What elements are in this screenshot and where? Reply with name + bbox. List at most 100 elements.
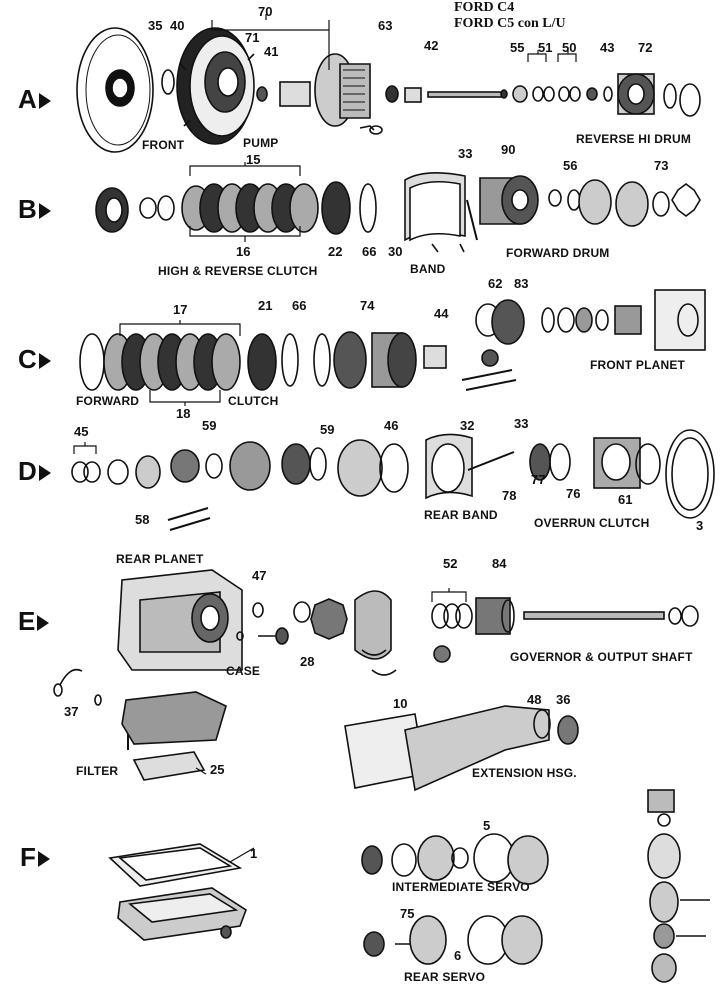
caption-high-reverse-clutch: HIGH & REVERSE CLUTCH [158,264,318,278]
callout-50: 50 [562,40,577,55]
pump-body-part [176,27,255,145]
row-arrow-icon [38,353,51,370]
rear-planet-parts [71,441,327,531]
callout-58: 58 [135,512,150,527]
callout-36: 36 [556,692,571,707]
callout-33-upper: 33 [458,146,473,161]
callout-59-left: 59 [202,418,217,433]
caption-governor-output-shaft: GOVERNOR & OUTPUT SHAFT [510,650,693,664]
callout-43: 43 [600,40,615,55]
row-arrow-icon [38,203,51,220]
pump-gear-41 [256,86,268,102]
rear-band-part [337,433,515,500]
caption-rear-band: REAR BAND [424,508,498,522]
callout-1: 1 [250,846,258,861]
front-pump-cover-part [76,27,154,153]
callout-16: 16 [236,244,251,259]
caption-case: CASE [226,664,261,678]
caption-extension-hsg: EXTENSION HSG. [472,766,577,780]
overrun-clutch-parts [529,429,715,519]
row-marker-f: F [20,842,50,873]
row-marker-e: E [18,606,50,637]
callout-41: 41 [264,44,279,59]
callout-3: 3 [696,518,704,533]
callout-55: 55 [510,40,525,55]
callout-61: 61 [618,492,633,507]
callout-70: 70 [258,4,273,19]
callout-66-upper: 66 [362,244,377,259]
row-marker-b: B [18,194,51,225]
callout-40: 40 [170,18,185,33]
stator-support-part [279,53,383,135]
callout-33-lower: 33 [514,416,529,431]
filter-valve-body-part [53,668,227,781]
caption-overrun-clutch: OVERRUN CLUTCH [534,516,650,530]
callout-62: 62 [488,276,503,291]
caption-intermediate-servo: INTERMEDIATE SERVO [392,880,530,894]
callout-30: 30 [388,244,403,259]
callout-15: 15 [246,152,261,167]
callout-63: 63 [378,18,393,33]
caption-forward: FORWARD [76,394,140,408]
callout-73: 73 [654,158,669,173]
seal-ring-40 [161,69,175,95]
callout-56: 56 [563,158,578,173]
callout-78: 78 [502,488,517,503]
caption-rear-planet: REAR PLANET [116,552,204,566]
callout-75: 75 [400,906,415,921]
forward-drum-part [466,175,539,241]
washers-55-51-50 [512,85,598,103]
forward-clutch-plates [79,333,331,391]
callout-74: 74 [360,298,375,313]
oil-pan-part [117,887,247,941]
callout-5: 5 [483,818,491,833]
extension-housing-part [344,705,579,792]
side-fittings-column [647,789,710,983]
callout-48: 48 [527,692,542,707]
callout-77: 77 [531,472,546,487]
high-reverse-clutch-plates [181,181,377,235]
governor-output-parts [354,590,699,676]
callout-35: 35 [148,18,163,33]
callout-18: 18 [176,406,191,421]
callout-71: 71 [245,30,260,45]
reverse-hi-drum-part [603,73,701,117]
callout-52: 52 [443,556,458,571]
row-marker-d: D [18,456,51,487]
caption-clutch: CLUTCH [228,394,279,408]
caption-reverse-hi-drum: REVERSE HI DRUM [576,132,692,146]
intermediate-band-part [404,172,466,253]
callout-22: 22 [328,244,343,259]
callout-28: 28 [300,654,315,669]
callout-21: 21 [258,298,273,313]
thrust-washer-63 [385,85,399,103]
callout-45: 45 [74,424,89,439]
callout-42: 42 [424,38,439,53]
caption-pump: PUMP [243,136,279,150]
header-line-1: FORD C4 [454,0,515,15]
callout-84: 84 [492,556,507,571]
caption-front-planet: FRONT PLANET [590,358,686,372]
caption-rear-servo: REAR SERVO [404,970,486,984]
callout-90: 90 [501,142,516,157]
row-arrow-icon [37,851,50,868]
transmission-case-part [117,569,243,671]
callout-59-right: 59 [320,422,335,437]
callout-76: 76 [566,486,581,501]
callout-17: 17 [173,302,188,317]
callout-25: 25 [210,762,225,777]
callout-37: 37 [64,704,79,719]
oil-pan-gasket-part [108,843,243,887]
caption-forward-drum: FORWARD DRUM [506,246,610,260]
case-small-parts [236,598,348,645]
front-planet-parts [423,289,706,391]
rear-servo-part [363,915,543,965]
row-arrow-icon [37,615,50,632]
row-marker-a: A [18,84,51,115]
row-arrow-icon [38,93,51,110]
callout-72: 72 [638,40,653,55]
callout-10: 10 [393,696,408,711]
callout-47: 47 [252,568,267,583]
forward-drum-washers [548,179,701,227]
